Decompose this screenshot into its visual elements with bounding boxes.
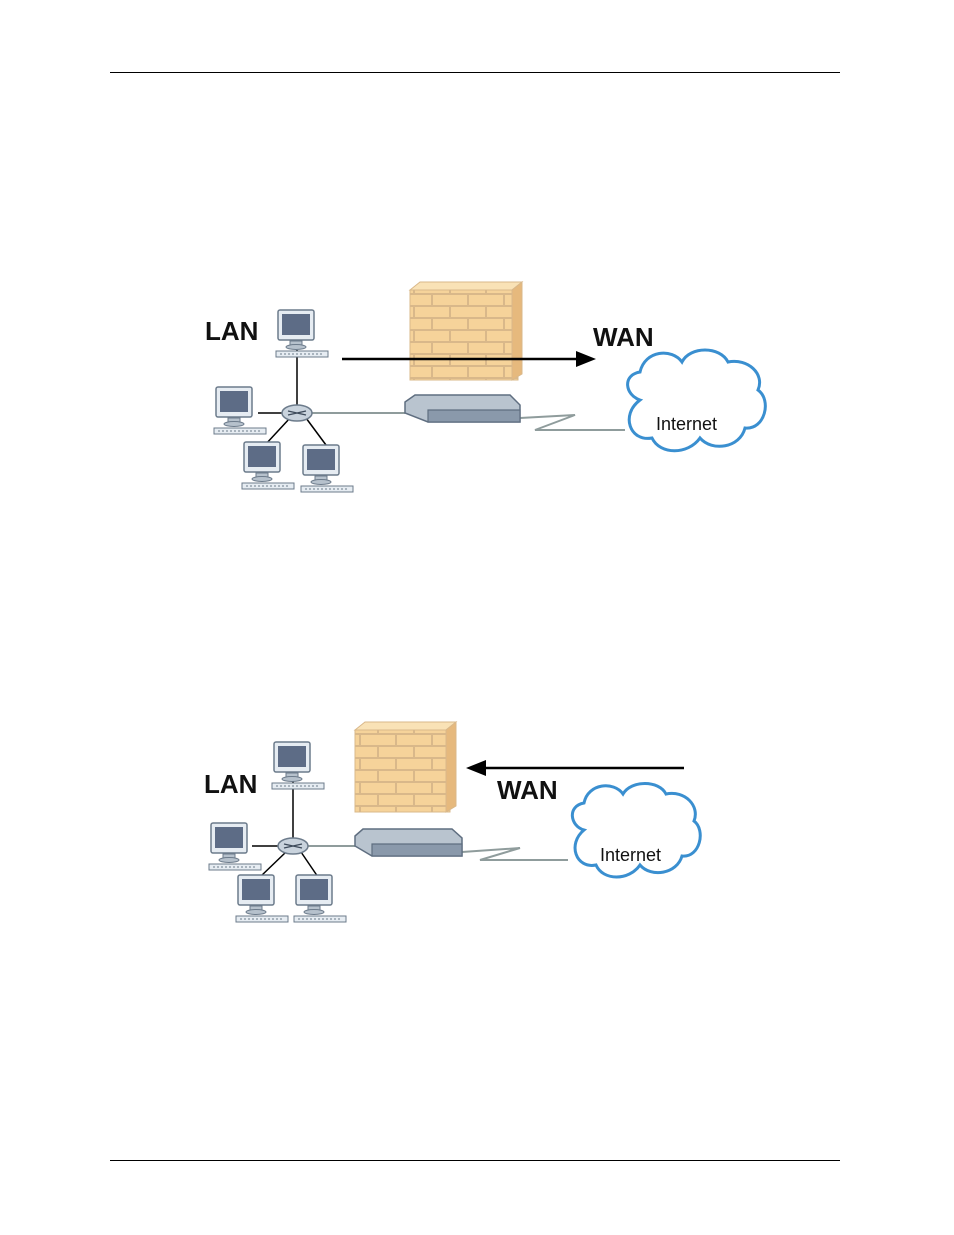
wan-wire <box>462 848 568 860</box>
lan-wire <box>301 852 318 877</box>
hub-icon <box>278 838 308 854</box>
firewall-icon <box>410 282 522 380</box>
computer-icon <box>214 387 266 434</box>
computer-icon <box>242 442 294 489</box>
computer-icon <box>272 742 324 789</box>
internet-label: Internet <box>656 414 717 434</box>
lan-wire <box>306 418 326 445</box>
computer-icon <box>236 875 288 922</box>
footer-rule <box>110 1160 840 1161</box>
computer-icon <box>276 310 328 357</box>
lan-wire <box>265 418 290 445</box>
wan-wire <box>520 415 625 430</box>
internet-label: Internet <box>600 845 661 865</box>
hub-icon <box>282 405 312 421</box>
cloud-icon <box>628 350 766 451</box>
lan-label: LAN <box>205 316 258 346</box>
wan-label: WAN <box>593 322 654 352</box>
lan-label: LAN <box>204 769 257 799</box>
computer-icon <box>294 875 346 922</box>
router-icon <box>405 395 520 422</box>
router-icon <box>355 829 462 856</box>
lan-wire <box>260 852 286 877</box>
header-rule <box>110 72 840 73</box>
wan-label: WAN <box>497 775 558 805</box>
diagram-outbound: LAN WAN Internet <box>0 270 954 500</box>
computer-icon <box>301 445 353 492</box>
arrow-icon <box>466 760 684 776</box>
firewall-icon <box>355 722 456 812</box>
diagram-inbound: LAN WAN Internet <box>0 710 954 940</box>
